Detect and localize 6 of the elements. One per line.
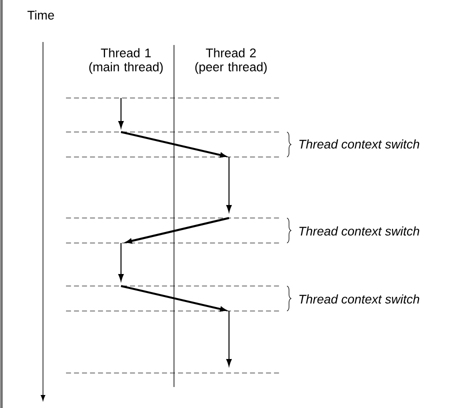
switch-label: Thread context switch [299, 139, 420, 149]
thread-heading: Thread 2 (peer thread) [195, 48, 267, 74]
thread-heading: Thread 1 (main thread) [89, 48, 163, 74]
switch-label: Thread context switch [299, 226, 420, 236]
switch-label: Thread context switch [299, 294, 420, 304]
axis-label: Time [27, 10, 54, 20]
